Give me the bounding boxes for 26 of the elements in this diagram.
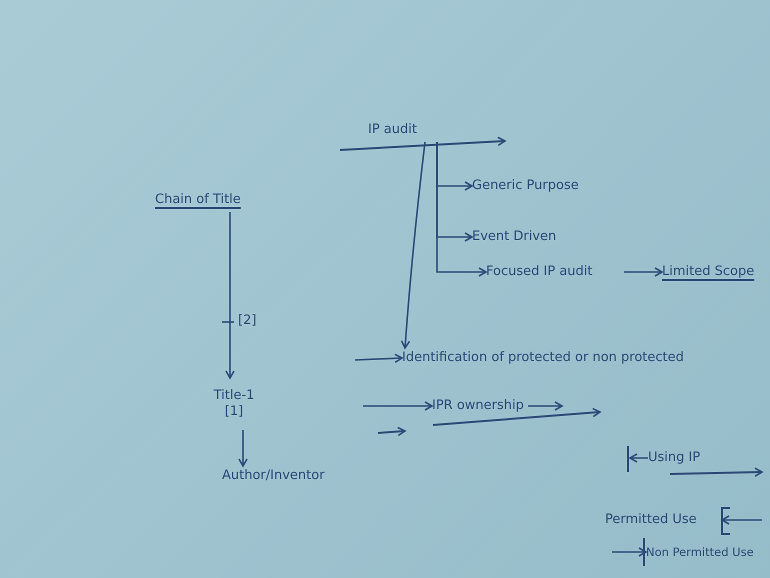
arrow: [612, 547, 647, 557]
handwritten-text: [1]: [224, 404, 244, 420]
handwritten-text: Using IP: [648, 450, 700, 466]
arrow: [238, 430, 248, 467]
arrow: [528, 401, 563, 411]
handwritten-text: Identification of protected or non protected: [402, 350, 684, 366]
handwritten-text: Generic Purpose: [472, 178, 579, 194]
handwritten-text: Focused IP audit: [486, 264, 592, 280]
handwritten-text: Author/Inventor: [222, 468, 325, 484]
arrow: [225, 212, 235, 379]
handwritten-text: Title-1: [214, 388, 254, 404]
handwritten-text: Non Permitted Use: [646, 544, 754, 560]
arrow: [629, 453, 648, 463]
handwritten-text: Permitted Use: [605, 512, 697, 528]
edge-label: [2]: [236, 313, 258, 328]
handwritten-text: IPR ownership: [432, 398, 524, 414]
handwritten-text: Chain of Title: [155, 192, 241, 208]
handwritten-text: Event Driven: [472, 229, 556, 245]
arrow: [400, 142, 426, 349]
handwritten-text: Limited Scope: [662, 264, 754, 280]
arrow: [721, 515, 762, 525]
arrow: [363, 401, 433, 411]
handwritten-text: IP audit: [368, 122, 417, 138]
arrow: [624, 267, 663, 277]
arrow: [354, 354, 403, 364]
arrow: [436, 142, 487, 277]
